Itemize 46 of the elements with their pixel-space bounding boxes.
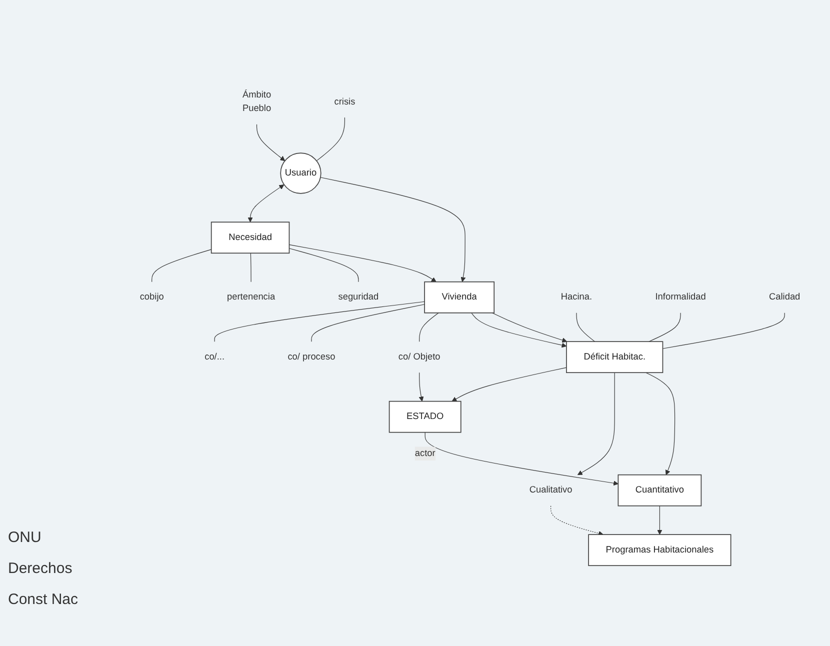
node-box: Déficit Habitac.: [566, 342, 664, 374]
node-text: crisis: [334, 97, 356, 107]
arrow: [248, 184, 284, 223]
arrow: [320, 178, 466, 282]
node-text: Ámbito Pueblo: [242, 90, 272, 114]
node-text: pertenencia: [227, 292, 276, 302]
node-text: co/ proceso: [288, 352, 336, 362]
node-text: Cualitativo: [529, 486, 572, 496]
arrow: [256, 124, 286, 162]
arrow: [424, 432, 618, 486]
node-text: co/ Objeto: [398, 352, 440, 362]
connector: [250, 253, 252, 283]
connector: [419, 312, 439, 342]
arrow: [492, 312, 568, 343]
note-label: Const Nac: [8, 591, 80, 608]
node-box: Necesidad: [210, 222, 290, 254]
connector: [648, 312, 681, 342]
connector: [576, 312, 596, 342]
arrow: [646, 372, 676, 476]
arrow: [418, 372, 424, 402]
arrow: [288, 244, 436, 282]
connector: [316, 118, 345, 162]
node-box: Programas Habitacionales: [588, 534, 732, 566]
node-circle: Usuario: [280, 153, 322, 194]
node-text: seguridad: [338, 292, 379, 302]
arrow: [471, 312, 567, 348]
node-text: cobijo: [140, 292, 164, 302]
node-box: ESTADO: [388, 401, 462, 434]
note-label: Derechos: [8, 560, 74, 577]
node-box: Vivienda: [424, 282, 495, 314]
arrow: [550, 506, 604, 536]
connector: [152, 250, 212, 283]
node-text: Calidad: [769, 292, 800, 302]
connector: [288, 248, 359, 283]
arrow: [577, 372, 615, 476]
connector: [662, 312, 785, 350]
note-label: ONU: [8, 529, 42, 546]
node-text: Hacina.: [560, 292, 592, 302]
node-text: co/...: [204, 352, 225, 362]
node-box: Cuantitativo: [618, 474, 702, 507]
edge-label: actor: [414, 448, 436, 459]
node-text: Informalidad: [655, 292, 706, 302]
connector: [311, 304, 425, 342]
connector: [214, 302, 425, 342]
arrow: [657, 506, 662, 536]
arrow: [452, 368, 567, 402]
